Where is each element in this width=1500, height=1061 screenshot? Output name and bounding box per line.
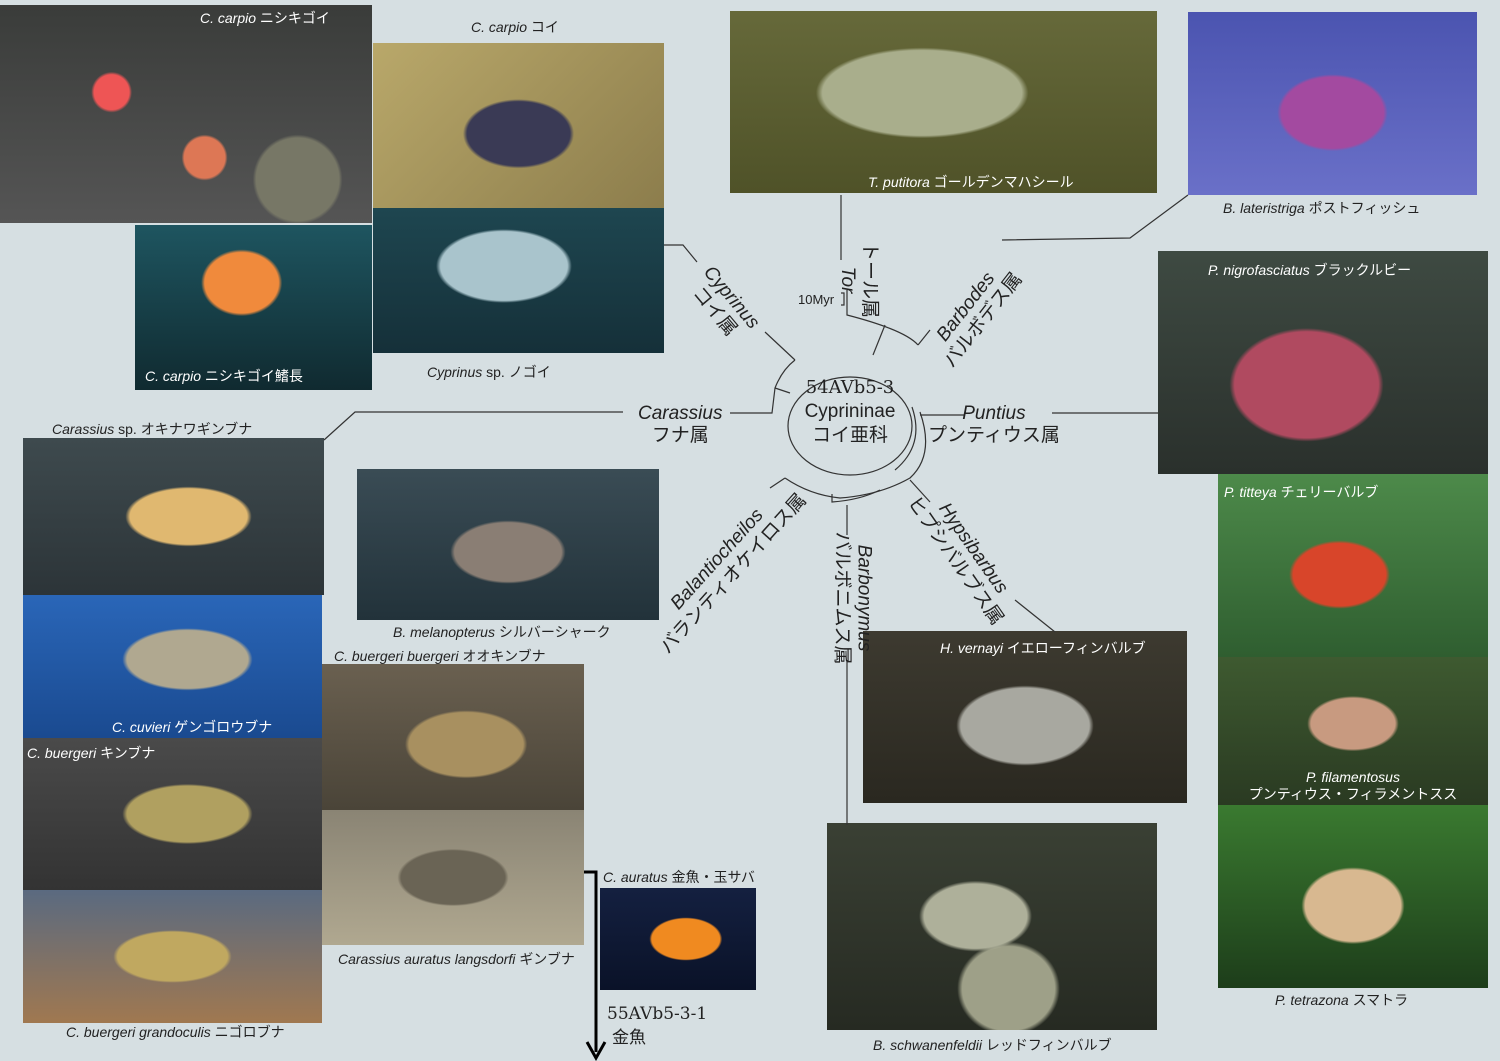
- photo-h-vernayi: [863, 631, 1187, 803]
- photo-b-schwanenfeldii: [827, 823, 1157, 1030]
- photo-carassius-langsdorfi: [322, 810, 584, 945]
- root-name: Cyprininae: [804, 401, 896, 422]
- caption: C. cuvieri ゲンゴロウブナ: [112, 719, 273, 735]
- photo-c-buergeri-buergeri: [322, 664, 584, 810]
- caption: C. auratus 金魚・玉サバ: [603, 869, 755, 885]
- scale-bar-label: 10Myr: [798, 292, 835, 307]
- photo-c-carpio: [373, 43, 664, 208]
- root-node: 54AVb5-3 Cyprininae コイ亜科: [780, 376, 920, 448]
- caption: C. buergeri grandoculis ニゴロブナ: [66, 1024, 285, 1040]
- next-code: 55AVb5-3-1: [607, 1004, 708, 1024]
- photo-b-lateristriga: [1188, 12, 1477, 195]
- photo-koi-longfin: [135, 225, 372, 390]
- caption: Carassius sp. オキナワギンブナ: [52, 421, 253, 437]
- caption: C. buergeri キンブナ: [27, 745, 156, 761]
- root-code: 54AVb5-3: [805, 377, 895, 398]
- photo-p-tetrazona: [1218, 805, 1488, 988]
- caption: B. schwanenfeldii レッドフィンバルブ: [873, 1037, 1112, 1053]
- caption: P. tetrazona スマトラ: [1275, 992, 1409, 1008]
- photo-c-buergeri: [23, 738, 322, 890]
- caption: P. nigrofasciatus ブラックルビー: [1208, 262, 1412, 278]
- caption: T. putitora ゴールデンマハシール: [868, 174, 1074, 190]
- photo-b-melanopterus: [357, 469, 659, 620]
- photo-cyprinus-sp: [373, 208, 664, 353]
- next-name: 金魚: [612, 1028, 646, 1048]
- caption: H. vernayi イエローフィンバルブ: [940, 640, 1146, 656]
- caption: P. titteya チェリーバルブ: [1224, 484, 1379, 500]
- caption: B. melanopterus シルバーシャーク: [393, 624, 611, 640]
- caption: C. carpio ニシキゴイ鰭長: [145, 368, 303, 384]
- photo-p-titteya: [1218, 474, 1488, 657]
- photo-p-nigrofasciatus: [1158, 251, 1488, 474]
- photo-koi-pond: [0, 5, 372, 223]
- photo-p-filamentosus: [1218, 657, 1488, 805]
- caption: C. carpio ニシキゴイ: [200, 10, 330, 26]
- caption: C. buergeri buergeri オオキンブナ: [334, 648, 546, 664]
- caption: Cyprinus sp. ノゴイ: [427, 364, 551, 380]
- root-name-jp: コイ亜科: [811, 425, 888, 446]
- caption: Carassius auratus langsdorfi ギンブナ: [338, 951, 575, 967]
- caption: B. lateristriga ポストフィッシュ: [1223, 200, 1421, 216]
- photo-c-auratus: [600, 888, 756, 990]
- photo-c-buergeri-grandoculis: [23, 890, 322, 1023]
- photo-carassius-sp: [23, 438, 324, 595]
- photo-c-cuvieri: [23, 595, 322, 738]
- caption: C. carpio コイ: [471, 19, 559, 35]
- photo-t-putitora: [730, 11, 1157, 193]
- next-node: 55AVb5-3-1 金魚: [607, 1002, 707, 1050]
